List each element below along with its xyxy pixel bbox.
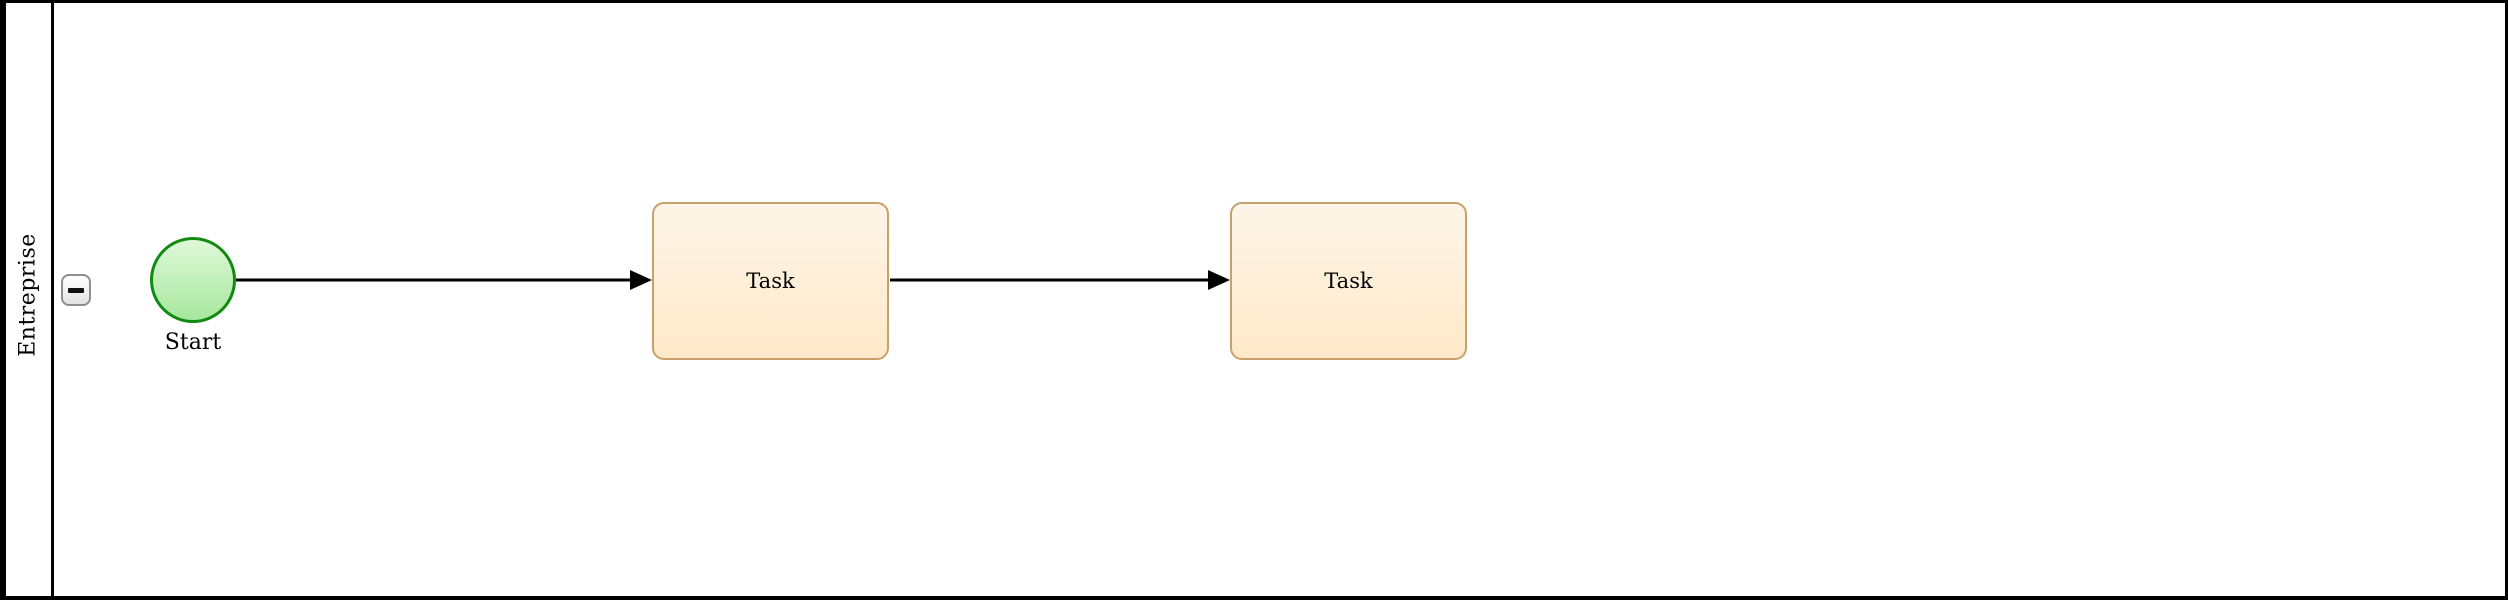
task-node-1-label: Task <box>746 269 795 293</box>
arrowhead-icon <box>630 270 652 290</box>
arrowhead-icon <box>1208 270 1230 290</box>
pool-label: Entreprise <box>15 233 41 357</box>
sequence-flow-start-task1[interactable] <box>236 270 652 290</box>
sequence-flow-task1-task2[interactable] <box>890 270 1230 290</box>
start-event-node[interactable] <box>150 237 236 323</box>
minus-icon <box>68 287 84 293</box>
task-node-1[interactable]: Task <box>652 202 889 360</box>
task-node-2[interactable]: Task <box>1230 202 1467 360</box>
pool-title-band[interactable]: Entreprise <box>0 0 54 600</box>
task-node-2-label: Task <box>1324 269 1373 293</box>
pool-collapse-button[interactable] <box>61 274 91 306</box>
start-event-label: Start <box>164 330 222 355</box>
